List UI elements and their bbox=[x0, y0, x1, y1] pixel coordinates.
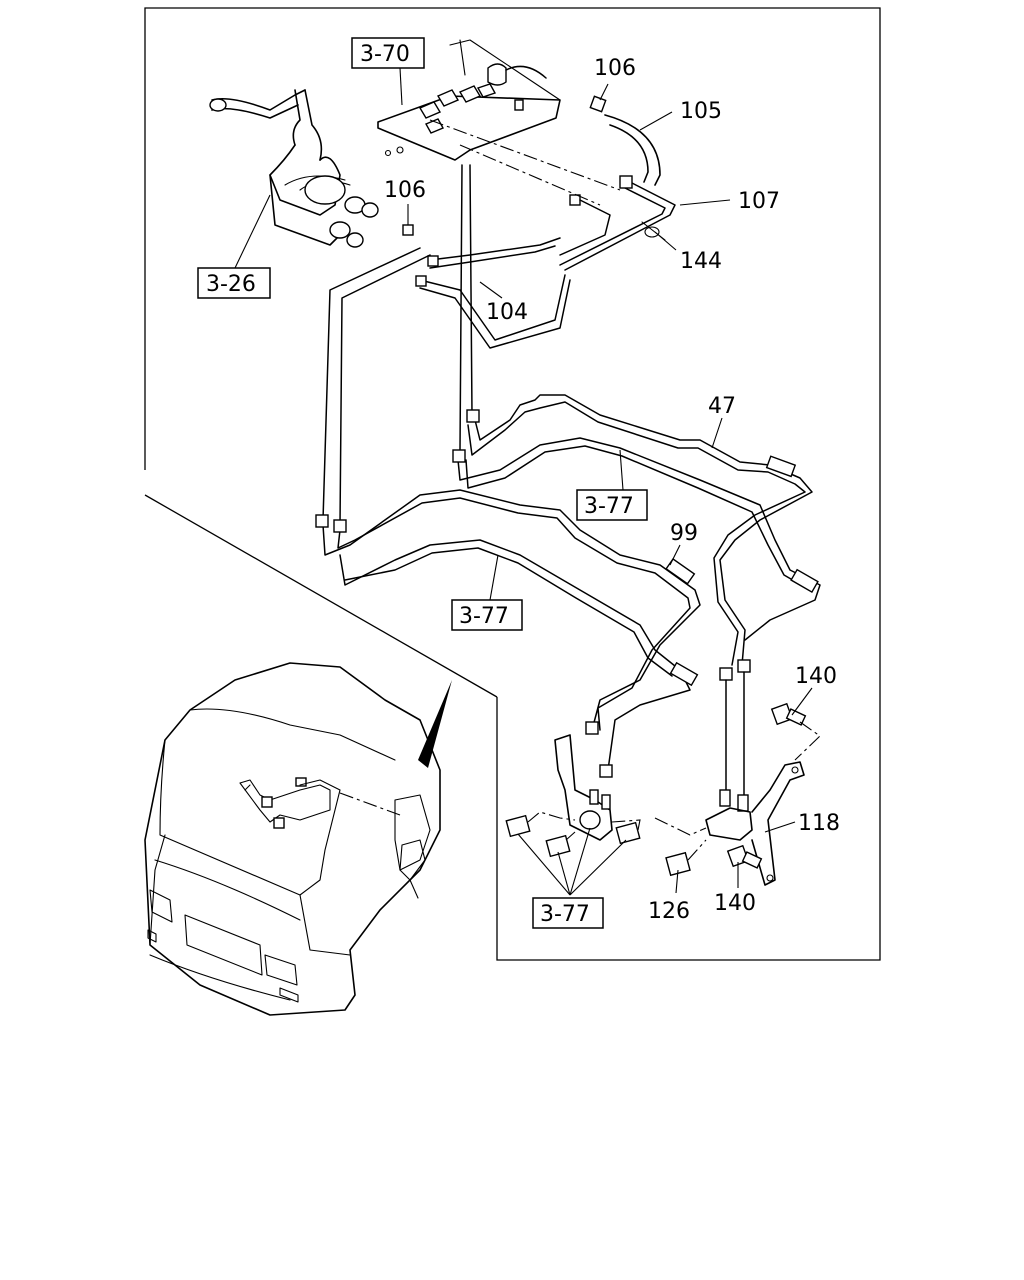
part-label-47: 47 bbox=[708, 394, 736, 419]
part-label-126: 126 bbox=[648, 899, 690, 924]
tube-107 bbox=[559, 175, 676, 271]
part-label-106-mid: 106 bbox=[384, 178, 426, 203]
right-relay-manifold-118 bbox=[654, 659, 821, 886]
pipe-3-77-upper bbox=[452, 437, 821, 641]
ref-box-3-77-lower: 3-77 bbox=[451, 599, 523, 631]
pipe-3-77-lower bbox=[339, 539, 699, 771]
part-label-106-top: 106 bbox=[594, 56, 636, 81]
pipe-47 bbox=[466, 394, 813, 666]
svg-text:3-26: 3-26 bbox=[206, 272, 256, 297]
part-label-118: 118 bbox=[798, 811, 840, 836]
left-relay-manifold bbox=[505, 721, 641, 858]
part-label-140-bottom: 140 bbox=[714, 891, 756, 916]
part-label-144: 144 bbox=[680, 249, 722, 274]
truck-cab-inset bbox=[144, 662, 452, 1016]
diagram-frame bbox=[144, 7, 881, 961]
svg-text:3-70: 3-70 bbox=[360, 42, 410, 67]
svg-text:3-77: 3-77 bbox=[584, 494, 634, 519]
ref-box-3-77-upper: 3-77 bbox=[576, 489, 648, 521]
part-label-140-top: 140 bbox=[795, 664, 837, 689]
pipe-99 bbox=[315, 489, 701, 731]
vertical-pipe-run bbox=[322, 119, 621, 526]
part-label-99: 99 bbox=[670, 521, 698, 546]
part-label-104: 104 bbox=[486, 300, 528, 325]
hose-105 bbox=[589, 95, 661, 186]
svg-text:3-77: 3-77 bbox=[540, 902, 590, 927]
leader-lines bbox=[234, 67, 813, 896]
ref-box-3-77-bottom: 3-77 bbox=[532, 897, 604, 929]
valve-mounting-plate bbox=[377, 39, 561, 161]
svg-text:3-77: 3-77 bbox=[459, 604, 509, 629]
ref-box-3-26: 3-26 bbox=[197, 267, 271, 299]
part-label-105: 105 bbox=[680, 99, 722, 124]
ref-box-3-70: 3-70 bbox=[351, 37, 425, 69]
pipe-104 bbox=[415, 194, 611, 349]
part-label-107: 107 bbox=[738, 189, 780, 214]
brake-valve-handle bbox=[209, 89, 414, 248]
